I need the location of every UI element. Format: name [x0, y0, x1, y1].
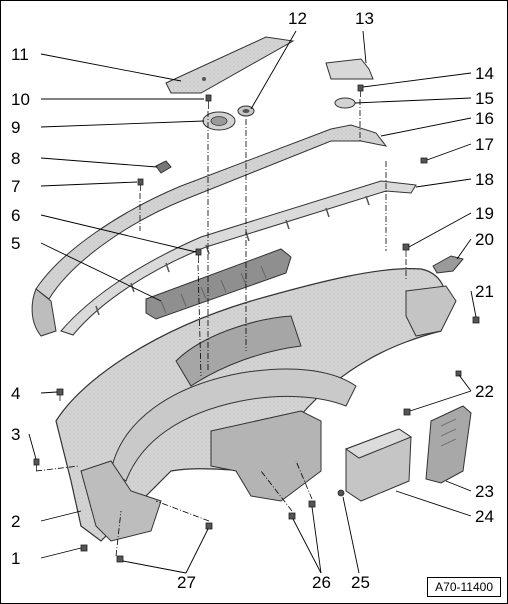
part-5-vent-grille: [145, 248, 292, 320]
callout-12: 12: [288, 9, 307, 28]
callout-4: 4: [11, 384, 21, 403]
callout-8: 8: [11, 149, 21, 168]
callout-16: 16: [475, 109, 494, 128]
callout-20: 20: [475, 230, 494, 249]
part-13-cover: [325, 58, 374, 80]
callout-9: 9: [11, 118, 21, 137]
part-16-trim-strip: [35, 124, 388, 300]
alignment-lines: [35, 99, 407, 557]
part-15-sensor: [334, 97, 356, 109]
callout-17: 17: [475, 135, 494, 154]
callout-2: 2: [11, 512, 21, 531]
callout-25: 25: [351, 573, 370, 592]
callout-26: 26: [312, 573, 331, 592]
callout-7: 7: [11, 177, 21, 196]
callout-18: 18: [475, 170, 494, 189]
part-8-clip: [155, 160, 172, 174]
leader-lines: [28, 30, 477, 574]
screws: [33, 84, 480, 563]
callout-6: 6: [11, 206, 21, 225]
part-20-cover: [432, 255, 464, 274]
callout-19: 19: [475, 204, 494, 223]
callout-5: 5: [11, 234, 21, 253]
callout-15: 15: [475, 89, 494, 108]
callout-11: 11: [11, 45, 29, 64]
part-18-trim-strip: [60, 180, 417, 336]
callout-24: 24: [475, 507, 494, 526]
callout-21: 21: [475, 282, 494, 301]
callout-10: 10: [11, 90, 30, 109]
figure-id: A70-11400: [427, 577, 501, 597]
part-11-trim-cover: [165, 36, 295, 94]
callout-14: 14: [475, 64, 494, 83]
callout-13: 13: [355, 9, 374, 28]
callout-23: 23: [475, 482, 494, 501]
callout-22: 22: [475, 382, 494, 401]
callout-27: 27: [177, 573, 196, 592]
callout-1: 1: [11, 549, 21, 568]
part-23-side-panel: [425, 405, 472, 484]
callout-3: 3: [11, 425, 21, 444]
